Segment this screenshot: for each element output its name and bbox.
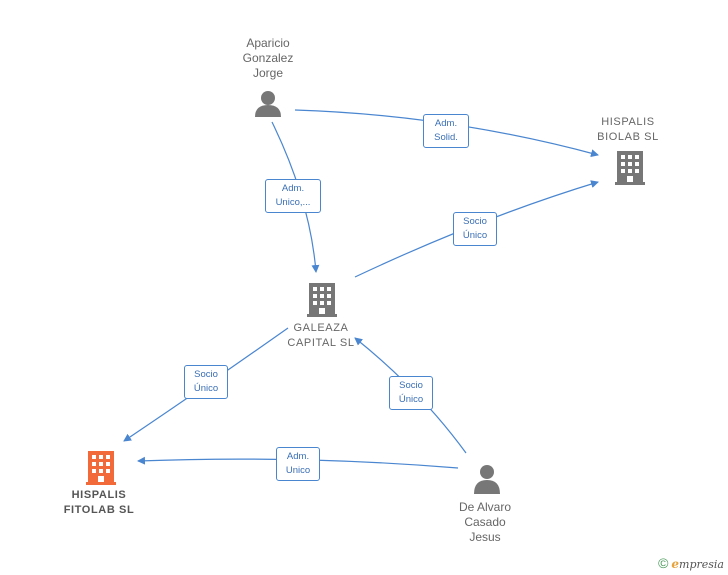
relation-line: Único — [462, 230, 488, 241]
edge-label-aparicio-biolab[interactable]: Adm. Solid. — [423, 114, 469, 148]
relation-line: Socio — [463, 216, 487, 227]
node-label-galeaza[interactable]: GALEAZA CAPITAL SL — [281, 321, 361, 351]
relation-line: Unico — [285, 465, 311, 476]
relation-line: Único — [398, 394, 424, 405]
relation-line: Adm. — [434, 118, 458, 129]
person-name-line: Casado — [464, 515, 506, 529]
relation-line: Socio — [399, 380, 423, 391]
relation-line: Solid. — [434, 132, 458, 143]
brand-footer[interactable]: ©empresia — [658, 555, 724, 571]
company-name-line: HISPALIS — [71, 489, 127, 501]
person-icon[interactable] — [474, 465, 500, 494]
node-label-biolab[interactable]: HISPALIS BIOLAB SL — [588, 115, 668, 145]
company-name-line: HISPALIS — [601, 116, 655, 128]
person-name-line: Jesus — [469, 530, 501, 544]
company-name-line: FITOLAB SL — [63, 504, 135, 516]
node-label-aparicio[interactable]: Aparicio Gonzalez Jorge — [228, 36, 308, 81]
person-name-line: Jorge — [252, 66, 284, 80]
relation-line: Adm. — [281, 183, 305, 194]
edge-label-galeaza-fitolab[interactable]: Socio Único — [184, 365, 228, 399]
relation-line: Adm. — [286, 451, 310, 462]
relation-line: Único — [193, 383, 219, 394]
company-name-line: GALEAZA — [293, 322, 349, 334]
person-name-line: De Alvaro — [458, 500, 512, 514]
building-icon[interactable] — [615, 151, 645, 185]
edge-label-dealvaro-fitolab[interactable]: Adm. Unico — [276, 447, 320, 481]
person-icon[interactable] — [255, 91, 281, 117]
node-label-dealvaro[interactable]: De Alvaro Casado Jesus — [445, 500, 525, 545]
relation-line: Socio — [194, 369, 218, 380]
company-name-line: BIOLAB SL — [597, 131, 659, 143]
building-icon[interactable] — [86, 451, 116, 485]
relation-line: Unico,... — [275, 197, 311, 208]
person-name-line: Aparicio — [246, 36, 290, 50]
edge-label-dealvaro-galeaza[interactable]: Socio Único — [389, 376, 433, 410]
person-name-line: Gonzalez — [242, 51, 294, 65]
company-name-line: CAPITAL SL — [287, 337, 355, 349]
building-icon[interactable] — [307, 283, 337, 317]
edge-label-galeaza-biolab[interactable]: Socio Único — [453, 212, 497, 246]
brand-logo-initial: e — [671, 557, 680, 571]
node-label-fitolab[interactable]: HISPALIS FITOLAB SL — [59, 488, 139, 518]
edge-label-aparicio-galeaza[interactable]: Adm. Unico,... — [265, 179, 321, 213]
brand-logo-text: mpresia — [679, 558, 724, 571]
copyright-symbol: © — [658, 555, 669, 571]
